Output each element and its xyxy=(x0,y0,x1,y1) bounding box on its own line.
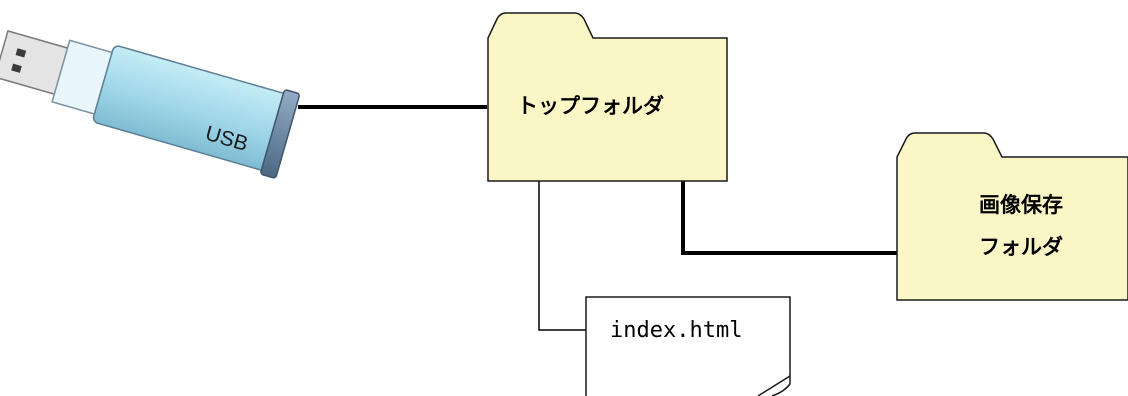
file-label: index.html xyxy=(610,318,742,343)
usb-drive-icon: USB xyxy=(0,29,300,179)
document-fold xyxy=(757,375,791,396)
connector-top-folder-to-image-folder xyxy=(681,181,897,255)
image-folder-label-line1: 画像保存 xyxy=(979,193,1063,217)
usb-cap xyxy=(260,89,300,179)
folder-icon xyxy=(487,12,728,182)
connector-top-folder-to-file xyxy=(538,181,586,331)
usb-body xyxy=(92,45,291,172)
image-folder: 画像保存 フォルダ xyxy=(896,132,1128,301)
top-folder: トップフォルダ xyxy=(487,12,728,182)
top-folder-label: トップフォルダ xyxy=(517,94,664,118)
index-file: index.html xyxy=(585,296,791,396)
folder-icon xyxy=(896,132,1128,301)
document-icon xyxy=(585,296,791,396)
image-folder-label-line2: フォルダ xyxy=(979,235,1063,259)
